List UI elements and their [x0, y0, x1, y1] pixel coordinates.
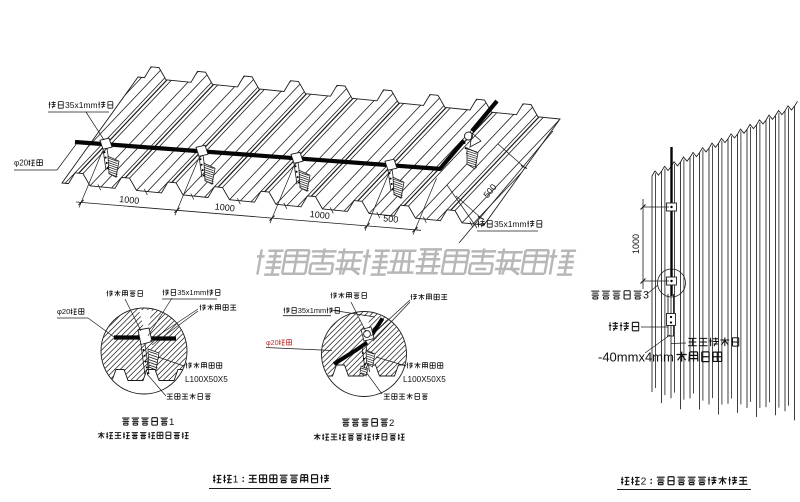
svg-text:-40mmx4mm: -40mmx4mm [598, 350, 674, 365]
svg-text:1000: 1000 [214, 202, 235, 214]
svg-text:35x1mm: 35x1mm [494, 219, 527, 229]
svg-text:1: 1 [169, 417, 174, 428]
svg-text:2: 2 [389, 418, 394, 429]
svg-text:35x1mm: 35x1mm [177, 288, 206, 297]
svg-text:1000: 1000 [119, 194, 140, 206]
svg-text:3: 3 [643, 290, 649, 302]
svg-text:L100X50X5: L100X50X5 [403, 375, 446, 384]
svg-text:φ20: φ20 [266, 338, 279, 347]
svg-text:2: 2 [641, 476, 647, 487]
svg-text:35x1mm: 35x1mm [298, 306, 326, 315]
svg-text:500: 500 [481, 182, 498, 200]
svg-text:φ20: φ20 [57, 307, 70, 316]
svg-text:1: 1 [233, 474, 239, 485]
svg-text:1000: 1000 [309, 209, 330, 221]
svg-text:1000: 1000 [631, 234, 641, 254]
svg-text:35x1mm: 35x1mm [65, 100, 98, 110]
svg-text:L100X50X5: L100X50X5 [185, 375, 228, 384]
svg-text:500: 500 [383, 213, 399, 224]
svg-text:φ20: φ20 [14, 159, 29, 168]
